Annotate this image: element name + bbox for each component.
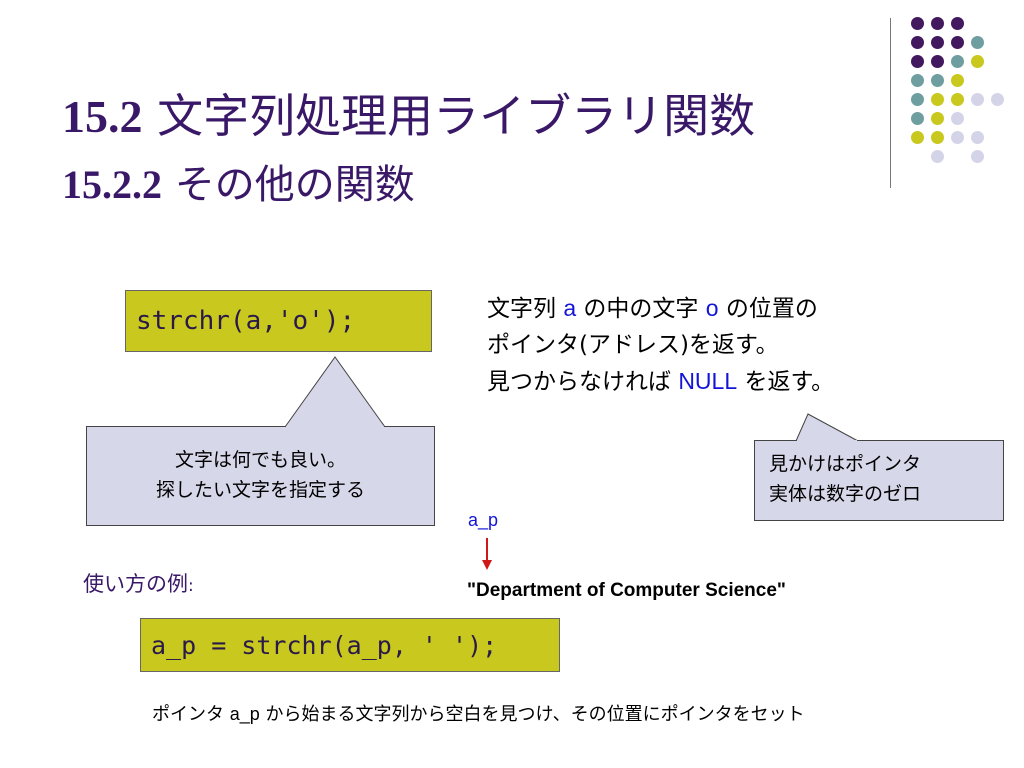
var-o: o xyxy=(705,295,719,321)
function-description: 文字列 a の中の文字 o の位置の ポインタ(アドレス)を返す。 見つからなけ… xyxy=(487,290,834,400)
description-line1: 文字列 a の中の文字 o の位置の xyxy=(487,295,818,322)
slide-subtitle: 15.2.2 その他の関数 xyxy=(62,160,415,210)
callout-left-line1: 文字は何でも良い。 xyxy=(174,449,346,471)
code-strchr-usage: a_p = strchr(a_p, ' '); xyxy=(140,618,560,672)
title-section-number: 15.2 xyxy=(62,91,143,142)
callout-any-character: 文字は何でも良い。 探したい文字を指定する xyxy=(86,426,435,526)
pointer-label: a_p xyxy=(468,510,499,530)
subtitle-section-text: その他の関数 xyxy=(174,162,415,208)
callout-left-line2: 探したい文字を指定する xyxy=(155,479,365,501)
title-divider-line xyxy=(890,18,891,188)
note-var: a_p xyxy=(229,704,260,724)
callout-right-join xyxy=(797,440,857,442)
callout-right-line2: 実体は数字のゼロ xyxy=(769,483,922,505)
title-section-text: 文字列処理用ライブラリ関数 xyxy=(157,89,756,143)
description-line2: ポインタ(アドレス)を返す。 xyxy=(487,332,779,358)
callout-right-line1: 見かけはポインタ xyxy=(769,453,922,475)
callout-left-pointer xyxy=(284,356,386,428)
sample-string: "Department of Computer Science" xyxy=(467,580,786,601)
pointer-arrow-head xyxy=(482,560,492,570)
null-keyword: NULL xyxy=(678,368,738,394)
var-a: a xyxy=(563,295,577,321)
callout-null-zero: 見かけはポインタ 実体は数字のゼロ xyxy=(754,440,1004,521)
slide-title: 15.2 文字列処理用ライブラリ関数 xyxy=(62,88,755,145)
usage-note: ポインタ a_p から始まる文字列から空白を見つけ、その位置にポインタをセット xyxy=(152,704,805,725)
code-strchr-call: strchr(a,'o'); xyxy=(125,290,432,352)
callout-left-join xyxy=(286,426,384,428)
usage-label: 使い方の例: xyxy=(83,572,194,596)
subtitle-section-number: 15.2.2 xyxy=(62,162,162,207)
description-line3: 見つからなければ NULL を返す。 xyxy=(487,368,835,395)
callout-right-pointer xyxy=(795,413,859,442)
